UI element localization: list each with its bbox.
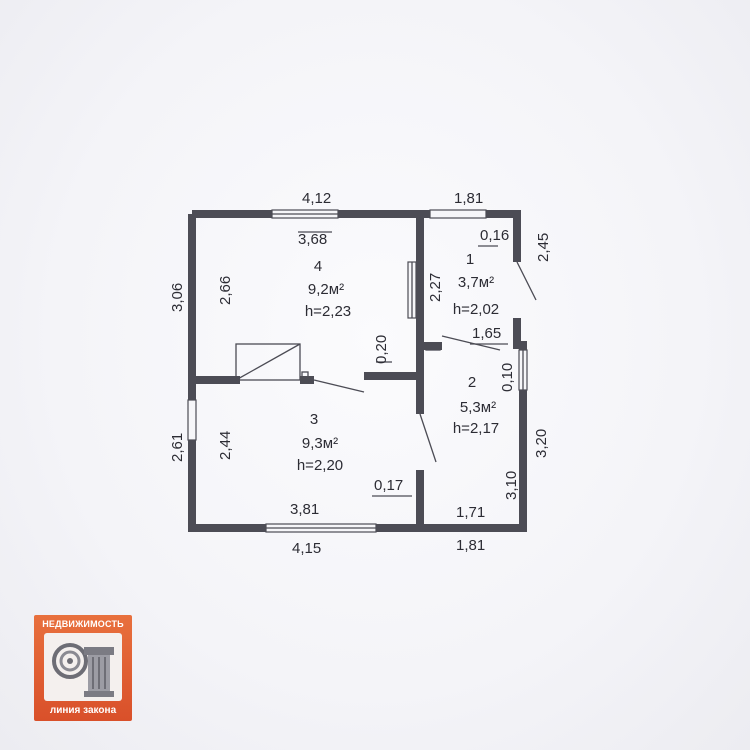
dim-right-top-vertical: 2,45 [535, 233, 552, 262]
room-4-number: 4 [314, 258, 322, 275]
dim-top-right-outer: 1,81 [454, 190, 483, 207]
dim-top-left-outer: 4,12 [302, 190, 331, 207]
window-left-room3 [187, 399, 197, 441]
room-2-label: 2 5,3м² h=2,17 [453, 374, 499, 437]
doors [313, 261, 537, 463]
room-2-area: 5,3м² [460, 399, 496, 416]
room-3-height: h=2,20 [297, 457, 343, 474]
room-4-label: 4 9,2м² h=2,23 [305, 258, 351, 320]
dim-partition-height: 2,27 [427, 273, 444, 302]
dim-bottom-thick: 0,17 [374, 477, 403, 494]
dim-right-inner-height: 3,10 [503, 471, 520, 500]
dim-corridor-width: 1,65 [472, 325, 501, 342]
dim-right-outer-height: 3,20 [533, 429, 550, 458]
logo-bottom-text: линия закона [49, 705, 117, 716]
room-1-label: 1 3,7м² h=2,02 [453, 251, 499, 318]
door-room2 [419, 413, 437, 463]
room-3-label: 3 9,3м² h=2,20 [297, 411, 343, 474]
room-4-height: h=2,23 [305, 303, 351, 320]
room-1-height: h=2,02 [453, 301, 499, 318]
wall-annex-right-lower [420, 318, 527, 532]
door-room4-room3 [313, 379, 365, 393]
room-1-number: 1 [466, 251, 474, 268]
room-3-area: 9,3м² [302, 435, 338, 452]
dim-partition-thick: 0,20 [373, 335, 390, 364]
door-room1 [441, 335, 501, 351]
stove-post [301, 371, 309, 383]
company-logo: НЕДВИЖИМОСТЬ линия закона [34, 615, 132, 721]
dim-room3-inner-height: 2,44 [217, 431, 234, 460]
dim-room2-thick: 0,10 [499, 363, 516, 392]
room-3-number: 3 [310, 411, 318, 428]
stove-box [235, 343, 301, 381]
stove [235, 343, 309, 383]
dim-left-top-outer: 3,06 [169, 283, 186, 312]
logo-top-text: НЕДВИЖИМОСТЬ [42, 619, 124, 629]
column-emblem-icon [44, 633, 122, 701]
room-2-height: h=2,17 [453, 420, 499, 437]
door-annex-exterior [516, 261, 537, 301]
dim-left-bottom-outer: 2,61 [169, 433, 186, 462]
dim-room4-inner-height: 2,66 [217, 276, 234, 305]
room-2-number: 2 [468, 374, 476, 391]
windows [187, 209, 528, 533]
dim-top-left-inner: 3,68 [298, 231, 327, 248]
dim-bottom-right-outer: 1,81 [456, 537, 485, 554]
room-4-area: 9,2м² [308, 281, 344, 298]
dim-bottom-left-inner: 3,81 [290, 501, 319, 518]
wall-interior-stub [412, 372, 424, 414]
dimension-lines [298, 231, 508, 497]
room-1-area: 3,7м² [458, 274, 494, 291]
window-top-annex [429, 209, 487, 219]
dim-room1-inner-thick: 0,16 [480, 227, 509, 244]
stub-room4 [425, 343, 441, 351]
dim-bottom-right-inner: 1,71 [456, 504, 485, 521]
dim-bottom-left-outer: 4,15 [292, 540, 321, 557]
